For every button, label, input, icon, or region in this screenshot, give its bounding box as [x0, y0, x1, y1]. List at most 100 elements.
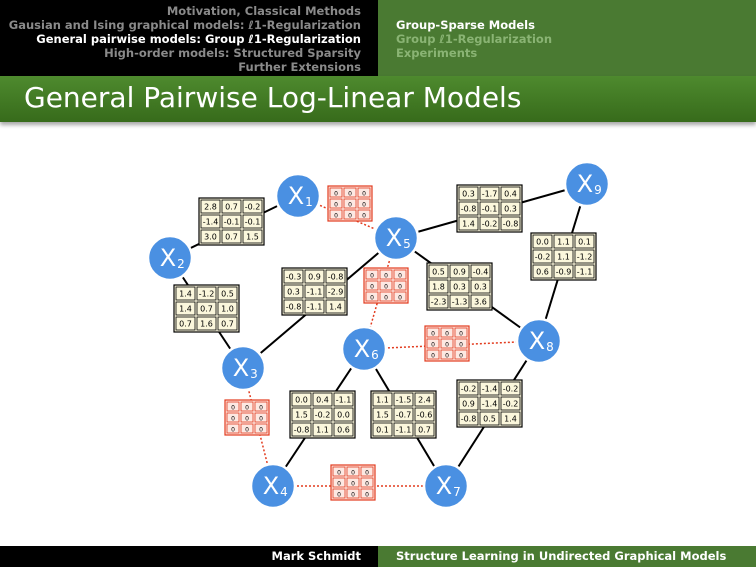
matrix-cell: 0: [334, 191, 338, 198]
matrix-cell: -0.8: [328, 273, 344, 282]
matrix-cell: 0: [370, 295, 374, 302]
matrix-cell: 0: [459, 353, 463, 360]
matrix-cell: -2.9: [328, 288, 344, 297]
header-bar: Motivation, Classical Methods Gausian an…: [0, 0, 756, 76]
matrix-cell: -1.1: [307, 303, 323, 312]
matrix-cell: 0.6: [536, 268, 549, 277]
matrix-cell: -0.2: [503, 385, 519, 394]
matrix-cell: 0: [245, 416, 249, 423]
subsection-nav-item-experiments[interactable]: Experiments: [396, 46, 478, 60]
matrix-cell: 0: [384, 295, 388, 302]
matrix-cell: -0.8: [461, 415, 477, 424]
matrix-cell: 0: [431, 331, 435, 338]
matrix-cell: 0.5: [221, 290, 234, 299]
matrix-cell: -0.1: [482, 205, 498, 214]
matrix-cell: 0: [431, 342, 435, 349]
matrix-cell: -0.2: [315, 411, 331, 420]
matrix-cell: 0: [384, 284, 388, 291]
subsection-nav-item-group-sparse[interactable]: Group-Sparse Models: [396, 18, 535, 32]
subsection-nav-item-group-l1[interactable]: Group ℓ1-Regularization: [396, 32, 553, 46]
footer-author-bar: Mark Schmidt: [0, 546, 378, 567]
matrix-cell: 0.5: [483, 415, 496, 424]
matrix-cell: 0: [398, 295, 402, 302]
matrix-cell: -1.1: [396, 426, 412, 435]
node-subscript: 8: [546, 340, 554, 354]
matrix-cell: 0: [445, 331, 449, 338]
matrix-cell: 1.1: [316, 426, 329, 435]
matrix-cell: 0.5: [432, 268, 445, 277]
matrix-cell: 0: [365, 481, 369, 488]
matrix-cell: 0: [365, 470, 369, 477]
matrix-cell: 1.4: [504, 415, 517, 424]
matrix-cell: 0: [337, 481, 341, 488]
matrix-cell: -1.2: [199, 290, 215, 299]
matrix-cell: 0: [351, 492, 355, 499]
matrix-cell: 0.9: [462, 400, 475, 409]
node-subscript: 9: [594, 183, 602, 197]
node-label: X: [160, 244, 176, 272]
slide-title-bar: General Pairwise Log-Linear Models: [0, 76, 756, 122]
section-nav-item-gaussian-ising[interactable]: Gausian and Ising graphical models: ℓ1-R…: [8, 18, 361, 32]
matrix-cell: 1.4: [462, 220, 475, 229]
matrix-cell: -0.2: [482, 220, 498, 229]
matrix-cell: 0: [245, 405, 249, 412]
section-nav-item-general-pairwise[interactable]: General pairwise models: Group ℓ1-Regula…: [36, 32, 361, 46]
matrix-cell: 0: [398, 273, 402, 280]
node-label: X: [577, 170, 593, 198]
matrix-cell: 0: [259, 427, 263, 434]
section-nav-item-extensions[interactable]: Further Extensions: [238, 60, 361, 74]
node-label: X: [529, 327, 545, 355]
matrix-cell: 0: [351, 470, 355, 477]
matrix-cell: 1.5: [376, 411, 389, 420]
matrix-cell: 0: [245, 427, 249, 434]
matrix-cell: 0.9: [308, 273, 321, 282]
matrix-cell: 3.6: [474, 298, 487, 307]
matrix-cell: 2.8: [204, 203, 217, 212]
node-label: X: [263, 472, 279, 500]
matrix-cell: -0.8: [286, 303, 302, 312]
matrix-cell: 0: [348, 213, 352, 220]
matrix-cell: 1.0: [221, 305, 234, 314]
matrix-cell: -0.1: [245, 218, 261, 227]
matrix-cell: 0: [459, 331, 463, 338]
matrix-cell: 3.0: [204, 233, 217, 242]
matrix-cell: 1.4: [179, 290, 192, 299]
footer-title-bar: Structure Learning in Undirected Graphic…: [378, 546, 756, 567]
matrix-cell: -0.6: [417, 411, 433, 420]
matrix-cell: 1.1: [376, 396, 389, 405]
section-nav-item-motivation[interactable]: Motivation, Classical Methods: [166, 4, 361, 18]
matrix-cell: -0.2: [535, 253, 551, 262]
matrix-cell: 1.4: [329, 303, 342, 312]
matrix-cell: 0: [231, 416, 235, 423]
matrix-cell: -0.9: [556, 268, 572, 277]
matrix-cell: 0.9: [453, 268, 466, 277]
node-label: X: [354, 335, 370, 363]
matrix-cell: 0: [334, 202, 338, 209]
node-subscript: 1: [305, 195, 313, 209]
footer-talk-title: Structure Learning in Undirected Graphic…: [396, 549, 727, 563]
matrix-cell: 0: [351, 481, 355, 488]
matrix-cell: -0.1: [224, 218, 240, 227]
matrix-cell: 0.4: [504, 190, 517, 199]
matrix-cell: -0.2: [461, 385, 477, 394]
section-nav-item-high-order[interactable]: High-order models: Structured Sparsity: [104, 46, 361, 60]
matrix-cell: 0.0: [536, 238, 549, 247]
matrix-cell: 0: [337, 492, 341, 499]
matrix-cell: 1.8: [432, 283, 445, 292]
matrix-cell: 0.3: [287, 288, 300, 297]
matrix-cell: 0: [445, 353, 449, 360]
matrix-cell: 0.0: [295, 396, 308, 405]
node-subscript: 7: [453, 485, 461, 499]
